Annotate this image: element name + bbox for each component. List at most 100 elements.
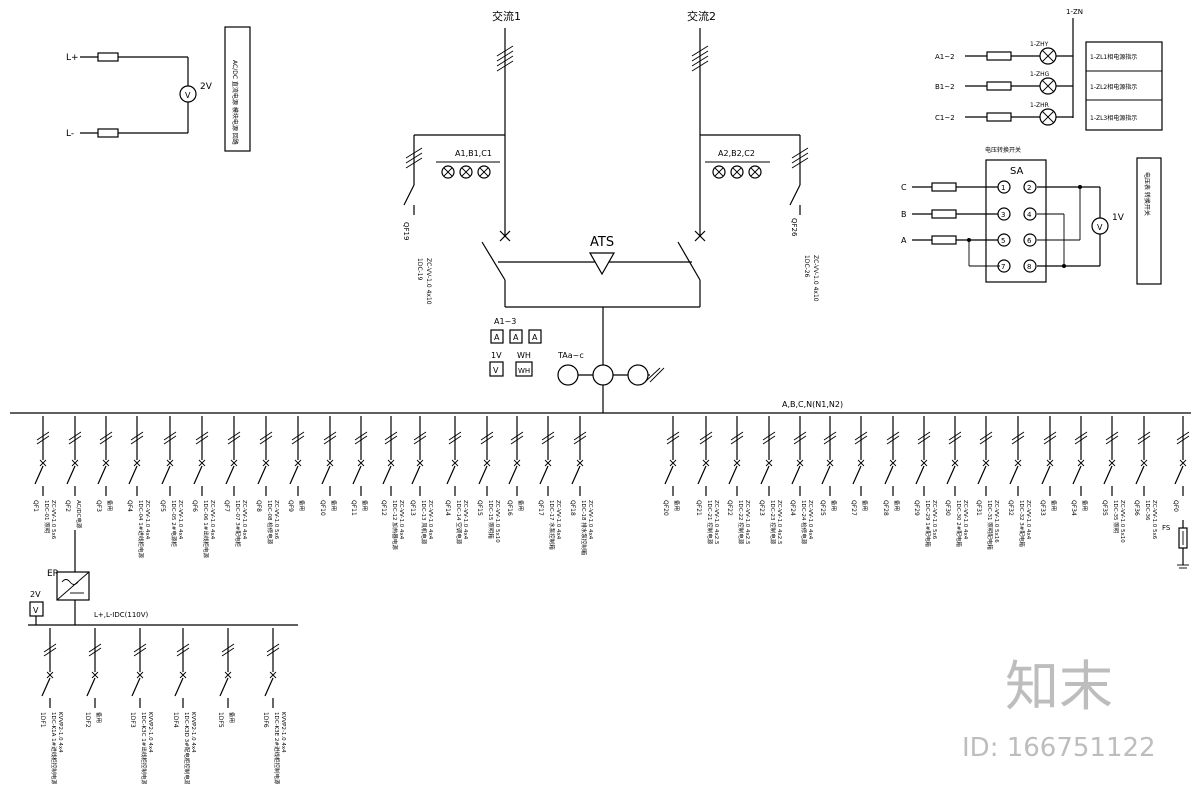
left-feeder-qf18-id: QF18 [569, 500, 576, 516]
dc-bus-voltmeter-symbol: V [33, 606, 39, 615]
right-feeder-qf29-desc: 1DC-29 1#配电箱 [924, 500, 932, 547]
selector-terminal-label: 5 [1001, 237, 1005, 245]
selector-terminal-label: 4 [1027, 211, 1032, 219]
right-feeder-qf21-id: QF21 [695, 500, 702, 516]
indicator-lamps-1 [441, 165, 491, 179]
ats-label: ATS [590, 235, 614, 250]
left-feeder-qf6-cable: ZC-VV-1.0 4x4 [209, 500, 215, 540]
dc-panel-box [224, 26, 251, 152]
left-feeder-qf4-id: QF4 [126, 500, 133, 512]
left-feeder-qf11-desc: 备用 [361, 500, 369, 511]
right-feeder-qf29-id: QF29 [913, 500, 920, 516]
voltmeter-symbol: V [493, 366, 499, 375]
right-feeder-qf22-desc: 1DC-22 控制电源 [737, 500, 745, 545]
left-feeder-qf17-desc: 1DC-17 水泵控制箱 [548, 500, 556, 550]
dc-feeder-1df5: 1DF5 备用 [217, 628, 236, 728]
incoming-2-label: 交流2 [687, 9, 716, 23]
indicator-input: B1~2 [935, 83, 955, 91]
left-feeder-qf7-cable: ZC-VV-1.0 4x4 [241, 500, 247, 540]
indicator-lamp-label: 1-ZHY [1030, 41, 1049, 48]
dc-feeder-1df4-id: 1DF4 [172, 712, 179, 728]
selector-switch-label: SA [1010, 166, 1024, 177]
fuse-plus [97, 52, 119, 62]
selector-terminal [1023, 207, 1037, 221]
metering-section: A1~3 A A A 1V V WH WH TAa~c [489, 317, 665, 386]
left-feeder-qf3-desc: 备用 [106, 500, 114, 511]
selector-body [985, 159, 1047, 283]
dc-bus-label: L+,L-IDC(110V) [94, 611, 149, 619]
selector-terminal [1023, 233, 1037, 247]
dc-feeder-1df3-desc: 1DC-K3C 1#出线柜控制电源 [140, 712, 148, 784]
dc-feeder-1df5-id: 1DF5 [217, 712, 224, 728]
indicator-fuse [986, 51, 1012, 61]
ammeter-a: A [494, 333, 500, 342]
dc-feeder-1df1-id: 1DF1 [39, 712, 46, 728]
selector-terminal [1023, 180, 1037, 194]
left-feeder-qf2-id: QF2 [64, 500, 71, 512]
energy-meter-label: WH [517, 351, 531, 360]
ammeter-b: A [513, 333, 519, 342]
incoming-1-label: 交流1 [492, 9, 521, 23]
right-feeder-qf34-id: QF34 [1070, 500, 1077, 516]
left-feeder-qf13-desc: 1DC-13 风机电源 [420, 500, 428, 545]
indicator-desc-box [1085, 41, 1163, 131]
right-feeder-qf34: QF34 备用 [1070, 416, 1089, 516]
selector-terminal-label: 6 [1027, 237, 1032, 245]
left-feeder-qf7-id: QF7 [223, 500, 230, 512]
right-feeder-qf27-desc: 备用 [861, 500, 869, 511]
left-feeder-qf9-desc: 备用 [298, 500, 306, 511]
left-feeder-qf14-cable: ZC-VV-1.0 4x4 [462, 500, 468, 540]
watermark-brand: 知末 [1005, 655, 1113, 718]
left-feeder-qf15-id: QF15 [476, 500, 483, 516]
dc-feeder-1df3-id: 1DF3 [129, 712, 136, 728]
dc-feeder-1df6-desc: 1DC-K3E 2#进线柜控制电源 [273, 712, 281, 784]
right-feeder-qf25-desc: 备用 [830, 500, 838, 511]
selector-voltmeter-symbol: V [1097, 223, 1103, 232]
right-feeder-qf22-cable: ZC-VV-1.0 4x2.5 [744, 500, 750, 545]
left-feeder-qf9-id: QF9 [287, 500, 294, 512]
right-feeder-qf34-desc: 备用 [1081, 500, 1089, 511]
watermark: 知末 ID: 166751122 [962, 655, 1156, 763]
left-feeder-qf8-id: QF8 [255, 500, 262, 512]
left-feeder-qf6-desc: 1DC-06 1#出线柜电源 [202, 500, 210, 558]
left-feeder-qf1-cable: ZC-VV-1.0 5x6 [50, 500, 56, 540]
ct-center [592, 364, 614, 386]
right-feeder-qf20-desc: 备用 [673, 500, 681, 511]
right-feeder-qf28-id: QF28 [882, 500, 889, 516]
feeder-right-cable: ZC-VV-1.0 4x10 [812, 255, 819, 302]
phase-label-2: A2,B2,C2 [718, 149, 755, 158]
right-feeder-qf32-id: QF32 [1007, 500, 1014, 516]
voltmeter-label: 1V [491, 351, 502, 360]
dc-feeder-1df5-desc: 备用 [228, 712, 236, 723]
indicator-desc: 1-ZL2相电源指示 [1090, 83, 1137, 91]
left-feeder-qf16-desc: 备用 [517, 500, 525, 511]
left-feeder-qf13-cable: ZC-VV-1.0 4x4 [427, 500, 433, 540]
left-feeder-qf14-id: QF14 [444, 500, 451, 516]
left-feeder-qf1-id: QF1 [32, 500, 39, 512]
right-feeder-qf22-id: QF22 [726, 500, 733, 516]
